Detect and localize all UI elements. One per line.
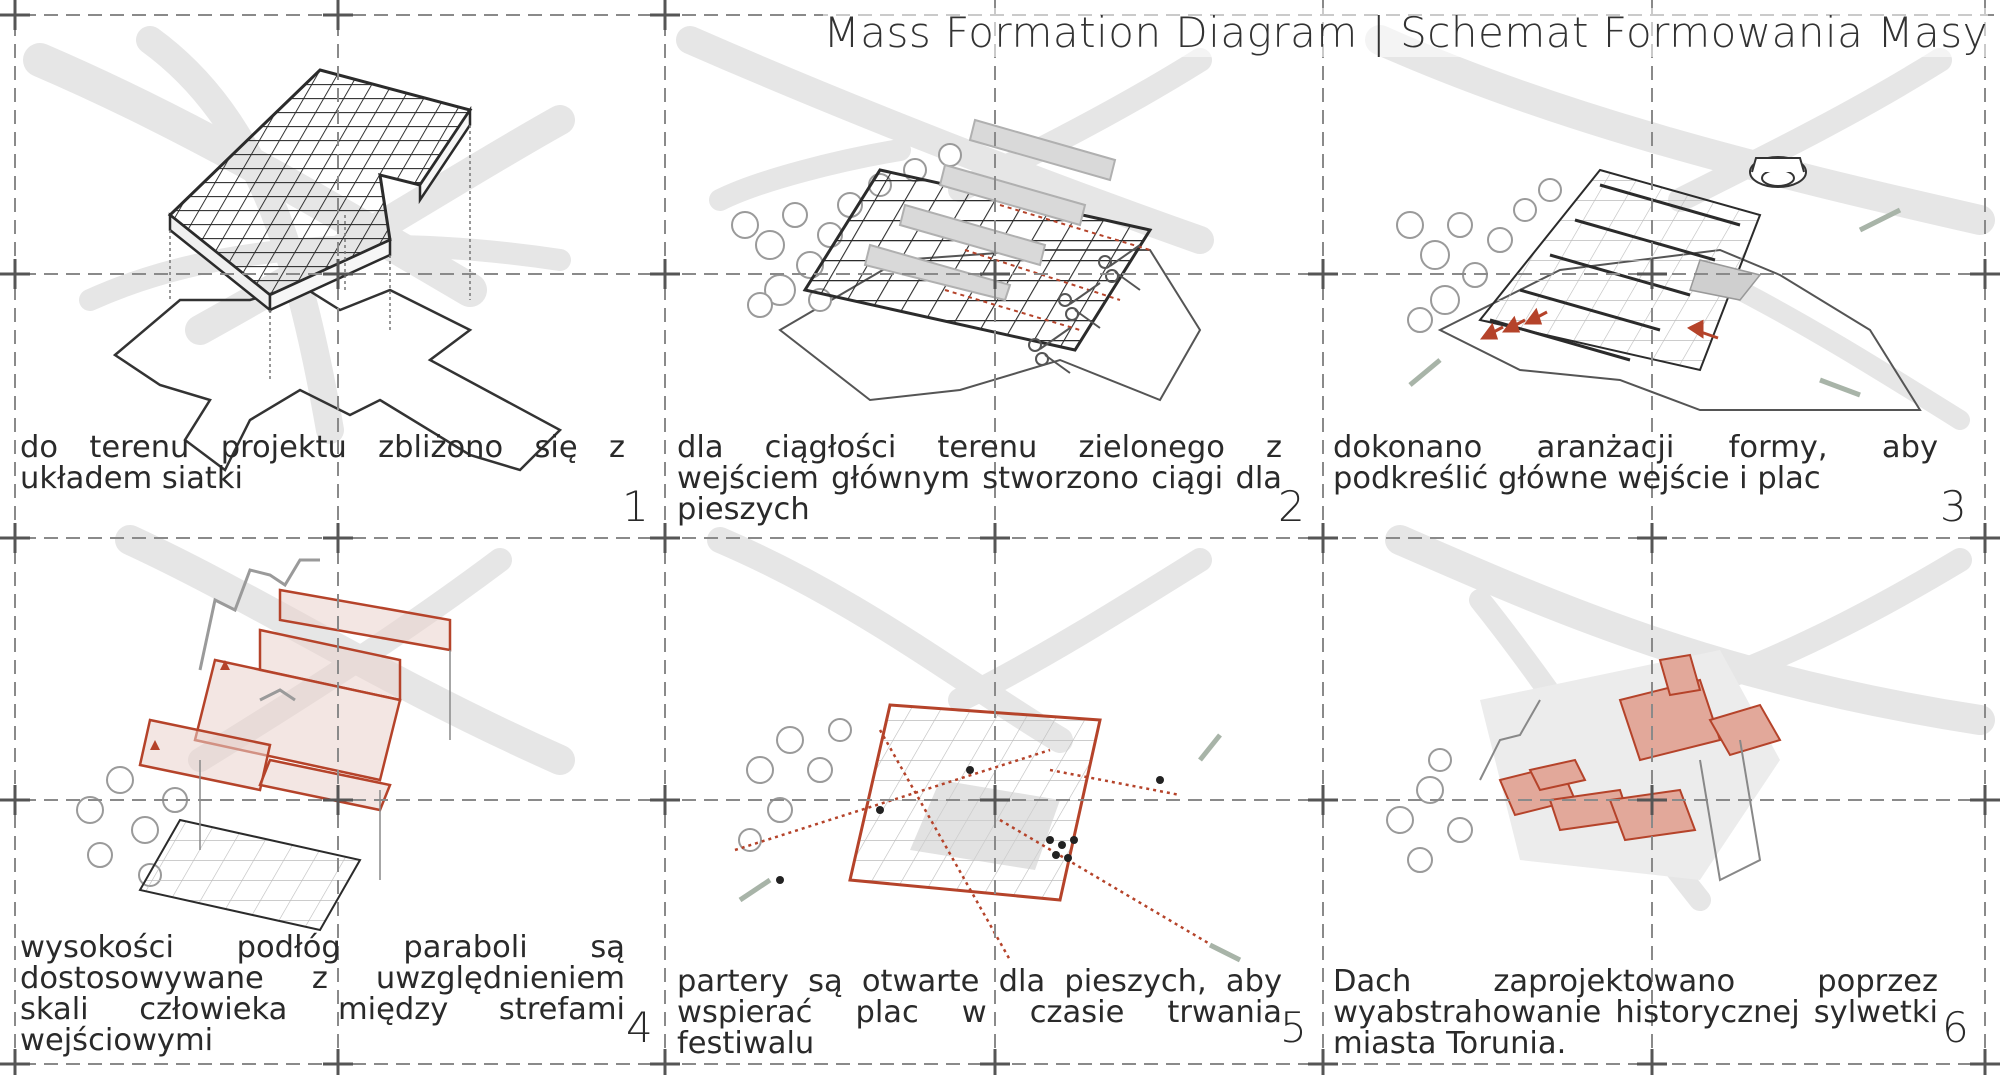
- panel-2-roads: [676, 26, 1214, 254]
- panel-2-artwork: [676, 26, 1214, 402]
- panel-6-trees: [1386, 748, 1473, 873]
- panel-1-support-lines: [169, 125, 471, 380]
- panel-3-trees: [1396, 178, 1562, 333]
- panel-3-grid-block: [1478, 168, 1762, 372]
- panel-4-mass: [138, 588, 452, 812]
- panel-1-artwork: [23, 26, 575, 472]
- panel-3-number: 3: [1940, 482, 1967, 531]
- panel-2-lifted-bars: [863, 118, 1117, 302]
- panel-5-caption: partery są otwarte dla pieszych, aby wsp…: [677, 964, 1282, 1061]
- panel-4-lower-grid: [138, 818, 362, 932]
- panel-4-caption: wysokości podłóg paraboli są dostosowywa…: [20, 930, 625, 1058]
- landmark-amphitheatre-icon: [1749, 156, 1807, 188]
- panel-3-arrows: [1480, 307, 1719, 340]
- panel-4-number: 4: [626, 1003, 653, 1052]
- panel-4-floor-lines: [199, 650, 451, 880]
- panel-5-artwork: [707, 527, 1242, 963]
- scissors-icon: [1028, 244, 1141, 374]
- panel-3-roads: [1365, 25, 1995, 430]
- panel-4-trees: [76, 766, 188, 887]
- panel-2-number: 2: [1278, 482, 1305, 531]
- panel-4-roof-outline: [198, 558, 320, 702]
- panel-2-caption: dla ciągłości terenu zielonego z wejście…: [677, 430, 1282, 527]
- panel-5-floor: [848, 703, 1102, 902]
- panel-6-caption: Dach zaprojektowano poprzez wyabstrahowa…: [1333, 964, 1938, 1061]
- panel-1-number: 1: [622, 482, 649, 531]
- panel-5-pedestrian-paths: [734, 729, 1221, 961]
- panel-3-entry-arrows: [1408, 207, 1902, 398]
- panel-6-number: 6: [1942, 1003, 1969, 1052]
- panel-5-people: [776, 766, 1164, 884]
- diagram-title: Mass Formation Diagram | Schemat Formowa…: [823, 8, 1988, 57]
- panel-3-caption: dokonano aranżacji formy, aby podkreślić…: [1333, 430, 1938, 496]
- panel-6-shadow: [1480, 650, 1780, 880]
- panel-6-roofs: [1498, 653, 1782, 842]
- panel-4-artwork: [76, 525, 575, 932]
- panel-4-arrows: [150, 660, 230, 750]
- panel-6-artwork: [1385, 525, 1995, 911]
- panel-1-caption: do terenu projektu zbliżono się z układe…: [20, 430, 625, 496]
- panel-5-number: 5: [1280, 1003, 1307, 1052]
- panel-5-trees: [738, 718, 852, 852]
- panel-3-artwork: [1365, 25, 1995, 430]
- panel-5-entry-arrows: [738, 733, 1242, 963]
